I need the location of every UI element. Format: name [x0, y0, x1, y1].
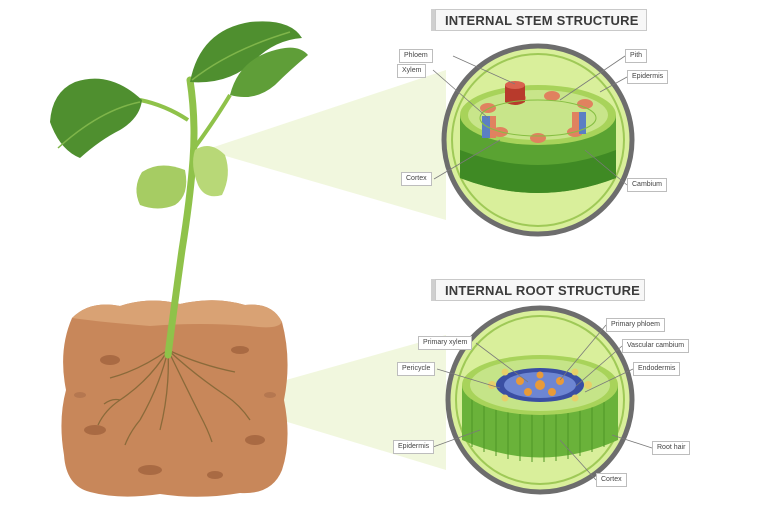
leaf-petiole: [191, 93, 232, 152]
label-root-pericycle: Pericycle: [397, 362, 436, 376]
vascular-bundle: [480, 103, 496, 113]
left-leaf: [50, 78, 142, 158]
label-root-cortex: Cortex: [596, 473, 627, 487]
xylem-cell: [535, 380, 545, 390]
cotyledon-right: [193, 146, 228, 197]
label-root-endodermis: Endodermis: [633, 362, 681, 376]
stem-title: INTERNAL STEM STRUCTURE: [431, 9, 647, 31]
cotyledon-left: [136, 165, 187, 209]
xylem-cell: [548, 388, 556, 396]
root-leader-lines: [432, 324, 653, 481]
label-root-primary-phloem: Primary phloem: [606, 318, 666, 332]
xylem-cell: [556, 377, 564, 385]
xylem-cell: [524, 388, 532, 396]
label-stem-xylem: Xylem: [397, 64, 427, 78]
label-stem-epidermis: Epidermis: [627, 70, 669, 84]
xylem-cell: [536, 371, 544, 379]
vascular-bundle: [544, 91, 560, 101]
stem-magnification-ray: [205, 70, 446, 220]
xylem-cell: [516, 377, 524, 385]
stem-leader-lines: [432, 55, 628, 186]
xylem-side: [572, 112, 579, 134]
label-root-primary-xylem: Primary xylem: [418, 336, 473, 350]
label-stem-cambium: Cambium: [627, 178, 667, 192]
top-leaf: [190, 21, 302, 83]
label-root-epidermis: Epidermis: [393, 440, 435, 454]
label-stem-phloem: Phloem: [399, 49, 433, 63]
vascular-bundle: [530, 133, 546, 143]
root-title: INTERNAL ROOT STRUCTURE: [431, 279, 645, 301]
label-root-vascular-cambium: Vascular cambium: [622, 339, 690, 353]
root-cross-section: [445, 305, 635, 495]
root-magnification-ray: [215, 335, 446, 470]
upper-right-leaf: [230, 47, 308, 98]
label-root-root-hair: Root hair: [652, 441, 691, 455]
label-stem-pith: Pith: [625, 49, 648, 63]
stem-cross-section: [441, 43, 635, 237]
phloem-side: [579, 112, 586, 134]
label-stem-cortex: Cortex: [401, 172, 432, 186]
vascular-bundle: [577, 99, 593, 109]
plant-stem: [164, 76, 198, 359]
phloem-side: [482, 116, 490, 138]
soil-block: [61, 300, 288, 497]
xylem-side: [490, 116, 496, 138]
leaf-petiole: [139, 98, 190, 122]
